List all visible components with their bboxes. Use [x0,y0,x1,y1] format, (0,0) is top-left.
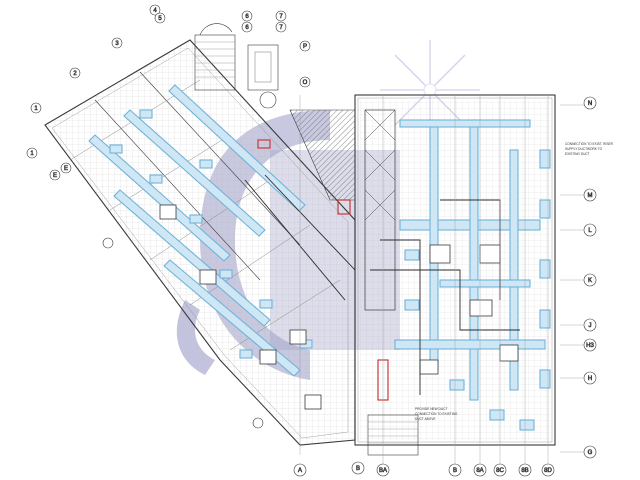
grid-bubbles-top: 4 5 6 6 7 7 P O [149,4,311,88]
grid-bubble: N [583,96,597,110]
svg-text:L: L [588,228,592,234]
svg-text:8D: 8D [544,468,552,474]
svg-text:DUCT ABOVE: DUCT ABOVE [415,417,436,421]
grid-bubble: 6 [241,21,253,33]
svg-text:8A: 8A [476,468,483,474]
grid-bubble: L [583,223,597,237]
svg-text:CONNECTION TO EXISTING: CONNECTION TO EXISTING [415,412,458,416]
grid-bubble: 1 [30,102,42,114]
grid-bubble: 2 [69,67,81,79]
svg-text:4: 4 [153,8,157,14]
grid-bubble: B [351,461,365,475]
grid-bubble: 7 [275,10,287,22]
grid-bubbles-left: 3 2 1 1 E E [26,37,123,181]
svg-text:P: P [303,44,307,50]
equipment-units [159,204,519,410]
svg-text:H: H [588,376,592,382]
grid-bubbles-bottom: A B BA B 8A 8C 8B 8D G [293,445,597,477]
grid-bubble: BA [376,463,390,477]
svg-text:7: 7 [279,14,283,20]
svg-text:2: 2 [73,71,77,77]
grid-bubble: 1 [26,147,38,159]
svg-text:BA: BA [379,468,387,474]
grid-bubble: A [293,463,307,477]
svg-text:B: B [356,466,360,472]
grid-bubble: M [583,188,597,202]
svg-text:8B: 8B [521,468,528,474]
grid-bubble: E [49,169,61,181]
svg-text:1: 1 [34,106,38,112]
svg-text:PROVIDE NEW DUCT: PROVIDE NEW DUCT [415,407,447,411]
svg-text:6: 6 [245,25,249,31]
grid-bubbles-right: N M L K J H3 H [583,96,597,385]
svg-text:6: 6 [245,14,249,20]
svg-text:EXISTING DUCT: EXISTING DUCT [565,152,590,156]
svg-text:B: B [453,468,457,474]
grid-bubble: H [583,371,597,385]
grid-bubble: 8D [541,463,555,477]
annotations: CONNECTION TO EXIST. RISER SUPPLY DUCTWO… [415,142,614,421]
stair-core [194,23,279,109]
svg-text:H3: H3 [586,343,594,349]
grid-bubble: P [299,40,311,52]
svg-text:8C: 8C [496,468,504,474]
grid-lines [299,95,590,470]
grid-bubble: J [583,318,597,332]
grid-bubble: 5 [154,12,166,24]
svg-text:E: E [53,173,57,179]
grid-bubble: 8C [493,463,507,477]
svg-text:5: 5 [158,16,162,22]
hatched-shaft [289,109,396,311]
svg-text:E: E [64,166,68,172]
grid-bubble: 8A [473,463,487,477]
svg-text:7: 7 [279,25,283,31]
grid-bubble: 8B [518,463,532,477]
section-marker [102,237,264,429]
grid-bubble: 4 [149,4,161,16]
grid-bubble: H3 [583,338,597,352]
grid-bubble: E [60,162,72,174]
svg-text:M: M [588,193,593,199]
svg-text:G: G [588,450,593,456]
left-wing-outline [44,39,356,446]
grid-bubble: 3 [111,37,123,49]
svg-text:N: N [588,101,592,107]
svg-text:J: J [589,323,592,329]
grid-bubble: G [583,445,597,459]
svg-text:O: O [303,80,308,86]
stair-bottom [367,414,419,456]
svg-text:1: 1 [30,151,34,157]
grid-bubble: B [448,463,462,477]
svg-text:CONNECTION TO EXIST. RISER: CONNECTION TO EXIST. RISER [565,142,614,146]
svg-text:K: K [588,278,592,284]
svg-text:SUPPLY DUCTWORK TO: SUPPLY DUCTWORK TO [565,147,603,151]
svg-text:A: A [298,468,302,474]
grid-bubble: K [583,273,597,287]
grid-bubble: O [299,76,311,88]
svg-text:3: 3 [115,41,119,47]
grid-bubble: 6 [241,10,253,22]
grid-bubble: 7 [275,21,287,33]
